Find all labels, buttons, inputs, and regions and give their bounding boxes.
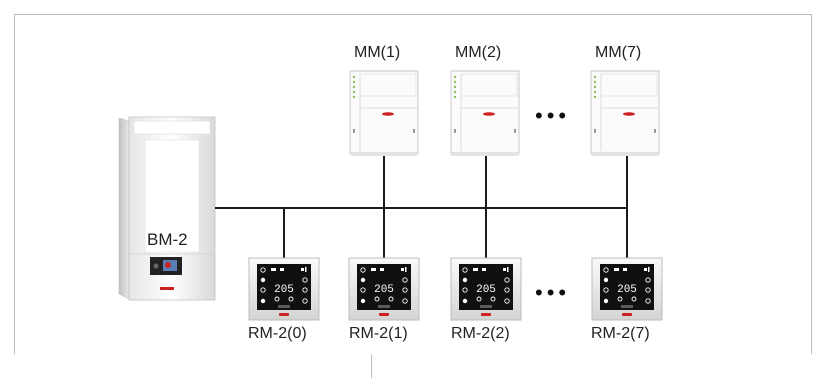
diagram-frame — [14, 14, 812, 354]
rm2-display-value: 205 — [476, 284, 496, 296]
room-modules-ellipsis: ••• — [535, 280, 571, 305]
mixer-module-1-label: MM(1) — [354, 44, 401, 61]
room-module-2-label: RM-2(2) — [451, 325, 510, 342]
rm7-display-value: 205 — [617, 284, 637, 296]
rm1-display-value: 205 — [374, 284, 394, 296]
mixer-module-2-label: MM(2) — [455, 44, 502, 61]
frame-bottom-tick — [371, 354, 372, 378]
room-module-1-label: RM-2(1) — [349, 325, 408, 342]
room-module-7-label: RM-2(7) — [591, 325, 650, 342]
room-module-0-label: RM-2(0) — [248, 325, 307, 342]
mixer-module-7 — [590, 70, 660, 157]
mixer-module-1 — [349, 70, 419, 157]
mixer-module-2 — [450, 70, 520, 157]
mixer-module-7-label: MM(7) — [595, 44, 642, 61]
boiler-unit — [118, 116, 216, 301]
bus-wiring — [215, 156, 628, 258]
rm0-display-value: 205 — [274, 284, 294, 296]
mixer-modules-ellipsis: ••• — [535, 103, 571, 128]
boiler-label: BM-2 — [147, 230, 188, 249]
